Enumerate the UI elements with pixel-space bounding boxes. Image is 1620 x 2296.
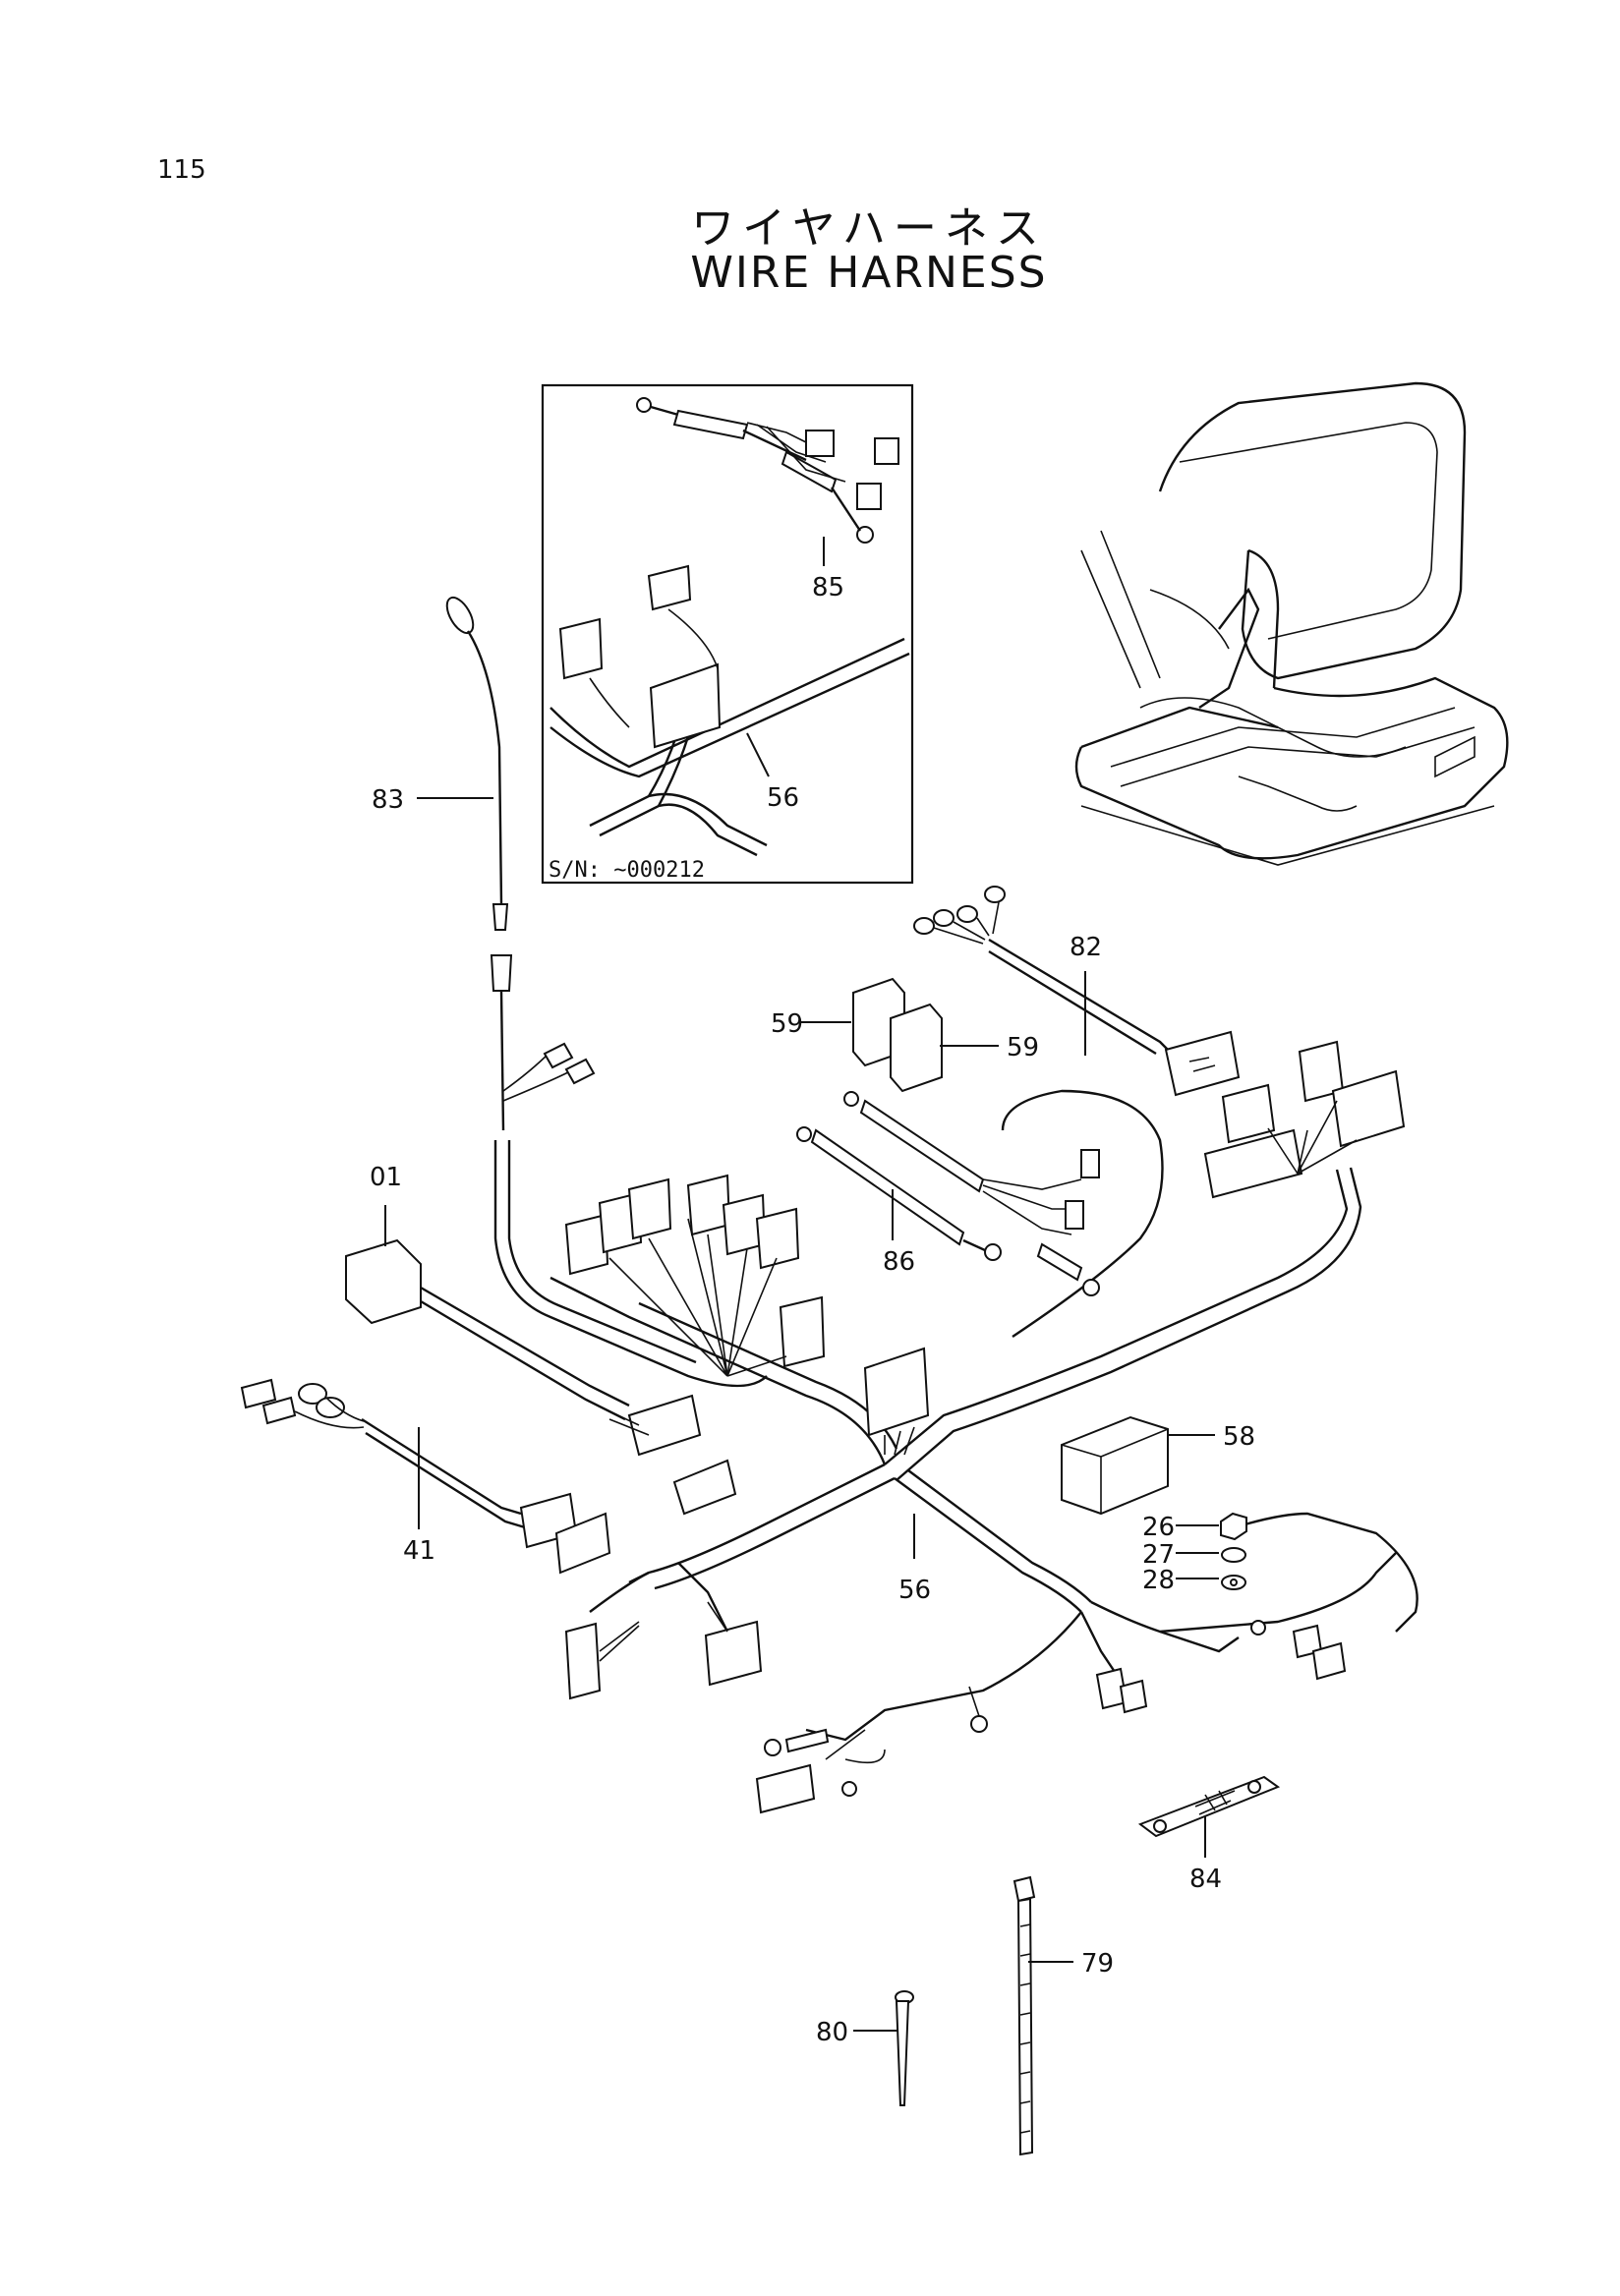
inset-part-85-drawing — [636, 397, 899, 544]
serial-note: S/N: ~000212 — [549, 858, 705, 883]
callout-41: 41 — [403, 1536, 435, 1566]
connectors-bottom-branch — [755, 1686, 988, 1814]
callout-59b: 59 — [1007, 1033, 1039, 1062]
inset-harness-drawing — [550, 564, 910, 857]
page-number: 115 — [157, 155, 206, 185]
leader-56-inset — [746, 732, 770, 777]
part-80-drawing — [895, 1990, 914, 2106]
callout-56-inset: 56 — [767, 783, 799, 813]
callout-85: 85 — [812, 573, 844, 603]
callout-82: 82 — [1070, 933, 1102, 962]
callout-28: 28 — [1142, 1566, 1175, 1595]
title-japanese: ワイヤハーネス — [691, 203, 1047, 254]
callout-84: 84 — [1189, 1865, 1222, 1894]
callout-80: 80 — [816, 2018, 848, 2047]
part-59-drawing — [852, 977, 943, 1093]
callout-83: 83 — [372, 785, 404, 815]
callout-01: 01 — [370, 1163, 402, 1192]
callout-58: 58 — [1223, 1422, 1255, 1452]
parts-26-27-28-drawing — [1220, 1512, 1247, 1590]
callout-26: 26 — [1142, 1513, 1175, 1542]
machine-overview-drawing — [1074, 381, 1509, 866]
callout-86: 86 — [883, 1247, 915, 1277]
part-58-drawing — [1061, 1415, 1169, 1516]
inset-frame — [541, 383, 914, 885]
callout-56: 56 — [898, 1576, 931, 1605]
connectors-lower-left — [554, 1512, 763, 1700]
callouts: 83 01 41 59 59 86 82 58 56 26 27 28 84 7… — [370, 785, 1255, 2047]
main-harness-56-drawing — [493, 1089, 1418, 1742]
connectors-lower-right — [1095, 1620, 1347, 1714]
part-82-drawing — [913, 886, 1241, 1097]
connectors-right-cluster — [1203, 1040, 1406, 1199]
callout-79: 79 — [1081, 1949, 1114, 1979]
title-english: WIRE HARNESS — [690, 248, 1048, 298]
callout-27: 27 — [1142, 1540, 1175, 1570]
part-41-drawing — [240, 1378, 578, 1549]
part-83-drawing — [445, 596, 596, 1131]
part-01-drawing — [345, 1238, 737, 1516]
connector-cluster-center — [564, 1174, 930, 1456]
part-79-drawing — [1012, 1875, 1036, 2156]
callout-59a: 59 — [771, 1009, 803, 1039]
inset-detail: 85 56 S/N: ~000212 — [541, 383, 914, 885]
part-84-drawing — [1137, 1775, 1281, 1838]
part-86-drawing — [796, 1091, 1100, 1296]
